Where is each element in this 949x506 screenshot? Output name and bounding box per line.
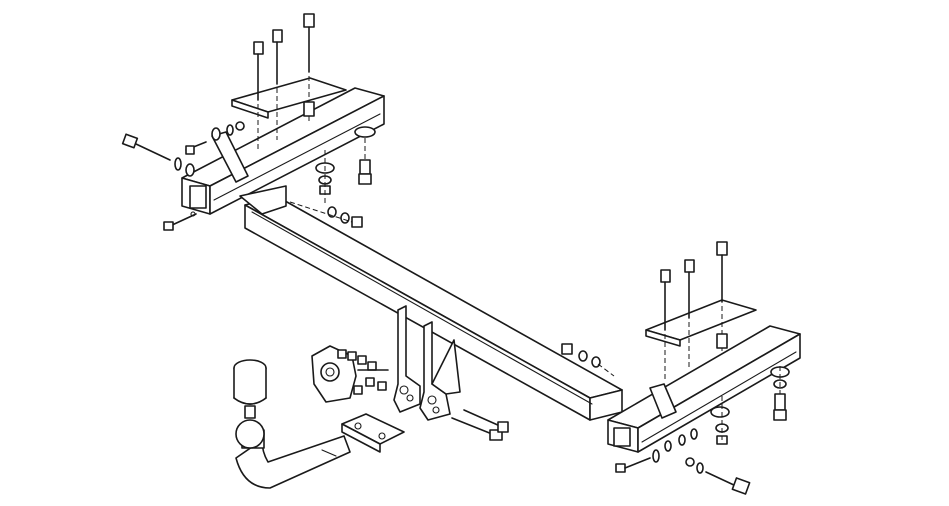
tow-ball (233, 359, 267, 449)
left-lower-hardware (315, 126, 376, 205)
left-vertical-bolts (253, 13, 315, 150)
left-side-bracket (181, 87, 385, 215)
right-clamp-plate (645, 299, 757, 347)
socket-plate (311, 345, 389, 403)
left-clamp-plate (231, 77, 347, 119)
right-crossbar-nuts (561, 343, 615, 377)
center-mounting-lugs (393, 305, 461, 421)
right-vertical-bolts (660, 241, 728, 382)
right-lower-hardware (710, 366, 790, 445)
left-crossbar-nuts (289, 201, 363, 228)
right-side-bracket (607, 325, 801, 453)
center-bolts (451, 409, 509, 441)
right-side-bolts (615, 428, 751, 495)
ball-mounting-plate (341, 413, 405, 453)
left-side-bolt (121, 121, 245, 231)
main-crossbar (244, 196, 623, 421)
